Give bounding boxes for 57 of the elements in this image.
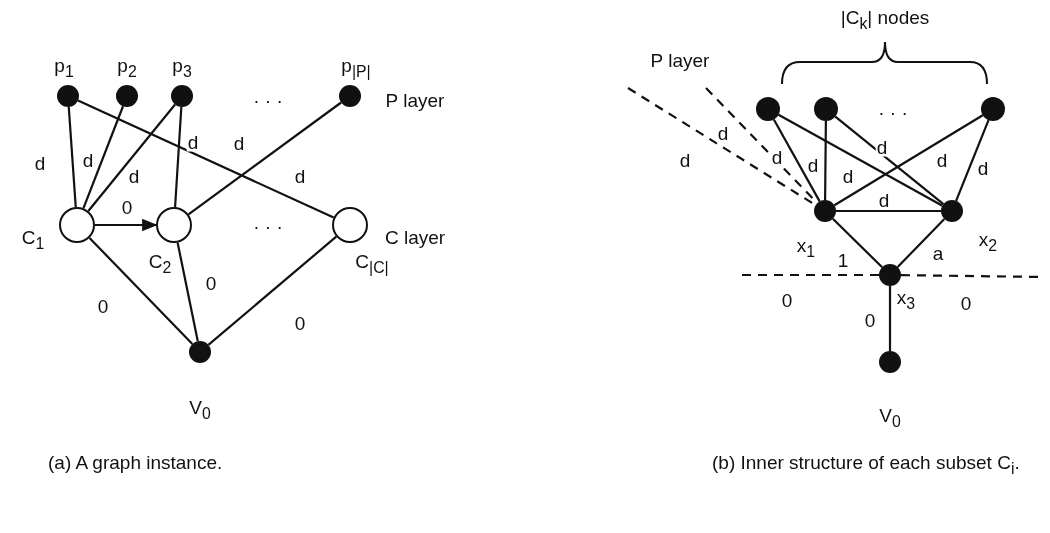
edge: [955, 119, 990, 202]
edge: [174, 106, 183, 208]
edge: [824, 121, 827, 200]
dashed-edge: [742, 273, 879, 277]
filled-vertex: [814, 97, 838, 121]
ellipsis: · · ·: [253, 216, 283, 236]
edge: [187, 101, 342, 216]
edge: [77, 99, 335, 219]
edge: [888, 286, 892, 351]
layer-label: C layer: [384, 227, 446, 247]
edge: [834, 115, 945, 205]
ellipsis: · · ·: [878, 102, 908, 122]
edge: [87, 103, 176, 212]
caption: (a) A graph instance.: [48, 451, 223, 475]
edge: [88, 237, 194, 345]
open-vertex: [156, 207, 192, 243]
edge: [777, 113, 943, 207]
filled-vertex: [116, 85, 138, 107]
edge: [836, 209, 941, 213]
vertex-label: p$_{1}$: [54, 56, 74, 80]
vertex-label: p$_{|P|}$: [341, 56, 371, 80]
filled-vertex: [189, 341, 211, 363]
edge: [896, 218, 946, 268]
vertex-label: V$_{0}$: [189, 398, 211, 422]
caption: (b) Inner structure of each subset C$_{i}$.: [712, 451, 1021, 479]
edge: [833, 114, 984, 207]
layer-label: P layer: [385, 90, 445, 110]
vertex-label: C$_{2}$: [148, 252, 172, 276]
vertex-label: V$_{0}$: [879, 406, 901, 430]
filled-vertex: [981, 97, 1005, 121]
filled-vertex: [171, 85, 193, 107]
open-vertex: [59, 207, 95, 243]
open-vertex: [332, 207, 368, 243]
filled-vertex: [756, 97, 780, 121]
vertex-label: C$_{|C|}$: [355, 252, 389, 276]
edge: [772, 118, 821, 202]
layer-label: P layer: [650, 50, 710, 70]
edge: [832, 217, 883, 269]
vertex-label: x$_{3}$: [896, 288, 916, 312]
edge: [82, 105, 125, 209]
filled-vertex: [879, 351, 901, 373]
vertex-label: p$_{2}$: [117, 56, 137, 80]
filled-vertex: [814, 200, 836, 222]
filled-vertex: [57, 85, 79, 107]
edge: [176, 242, 199, 342]
vertex-label: C$_{1}$: [21, 228, 45, 252]
vertex-label: x$_{1}$: [796, 236, 816, 260]
edge: [95, 218, 158, 232]
filled-vertex: [879, 264, 901, 286]
vertex-label: x$_{2}$: [978, 230, 998, 254]
filled-vertex: [941, 200, 963, 222]
vertex-label: p$_{3}$: [172, 56, 192, 80]
ellipsis: · · ·: [253, 90, 283, 110]
edge: [67, 106, 77, 208]
brace-label: |C$_{k}$| nodes: [840, 8, 930, 32]
edge: [207, 235, 337, 346]
filled-vertex: [339, 85, 361, 107]
